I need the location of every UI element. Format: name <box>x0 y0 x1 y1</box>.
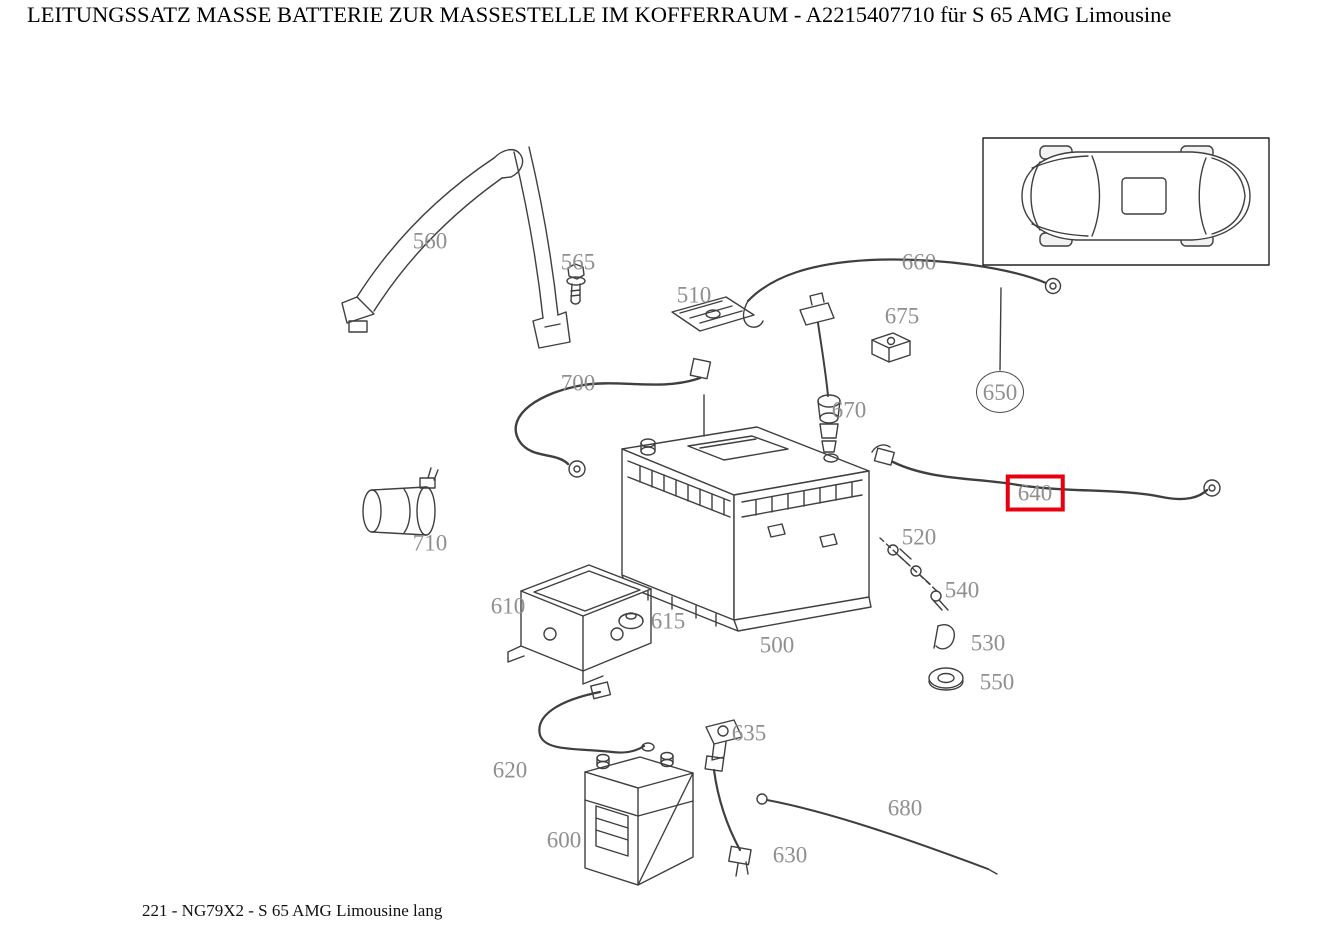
callout-670[interactable]: 670 <box>831 397 867 423</box>
part-670-terminal <box>817 394 841 463</box>
callout-510[interactable]: 510 <box>676 282 712 308</box>
part-675-clip <box>871 332 911 363</box>
callout-620[interactable]: 620 <box>492 757 528 783</box>
part-620-cable <box>538 681 655 754</box>
part-550-grommet <box>928 667 964 691</box>
callout-635[interactable]: 635 <box>731 720 767 746</box>
part-635-clamp <box>705 719 743 761</box>
part-530-clip <box>933 624 955 650</box>
callout-640[interactable]: 640 <box>1005 474 1065 512</box>
callout-600[interactable]: 600 <box>546 827 582 853</box>
callout-630[interactable]: 630 <box>772 842 808 868</box>
part-540-screw <box>930 590 949 611</box>
callout-560[interactable]: 560 <box>412 228 448 254</box>
callout-500[interactable]: 500 <box>759 632 795 658</box>
callout-565[interactable]: 565 <box>560 249 596 275</box>
callout-675[interactable]: 675 <box>884 303 920 329</box>
car-top-view-inset <box>982 137 1270 266</box>
part-640-cable <box>871 444 1221 501</box>
callout-710[interactable]: 710 <box>412 530 448 556</box>
part-700-cable <box>514 357 712 478</box>
callout-610[interactable]: 610 <box>490 593 526 619</box>
part-615-cap <box>618 612 644 630</box>
page-title: LEITUNGSSATZ MASSE BATTERIE ZUR MASSESTE… <box>27 2 1172 27</box>
part-510-plate <box>671 296 755 332</box>
part-600-small-battery <box>584 751 694 886</box>
callout-700[interactable]: 700 <box>560 370 596 396</box>
footer-caption: 221 - NG79X2 - S 65 AMG Limousine lang <box>142 901 443 920</box>
callout-520[interactable]: 520 <box>901 524 937 550</box>
callout-550[interactable]: 550 <box>979 669 1015 695</box>
part-500-battery <box>621 394 872 632</box>
part-560-bracket <box>341 146 571 349</box>
callout-680[interactable]: 680 <box>887 795 923 821</box>
part-630-cable <box>704 755 752 877</box>
leader-650 <box>999 287 1002 371</box>
part-520-screws <box>879 537 939 593</box>
callout-660[interactable]: 660 <box>901 249 937 275</box>
callout-615[interactable]: 615 <box>650 608 686 634</box>
part-680-cable <box>756 793 998 875</box>
part-660-cable <box>742 258 1062 397</box>
callout-530[interactable]: 530 <box>970 630 1006 656</box>
callout-650[interactable]: 650 <box>976 371 1024 413</box>
part-710-capacitor <box>362 467 439 536</box>
part-565-bolt <box>566 263 586 305</box>
callout-540[interactable]: 540 <box>944 577 980 603</box>
part-610-tray <box>507 564 652 685</box>
